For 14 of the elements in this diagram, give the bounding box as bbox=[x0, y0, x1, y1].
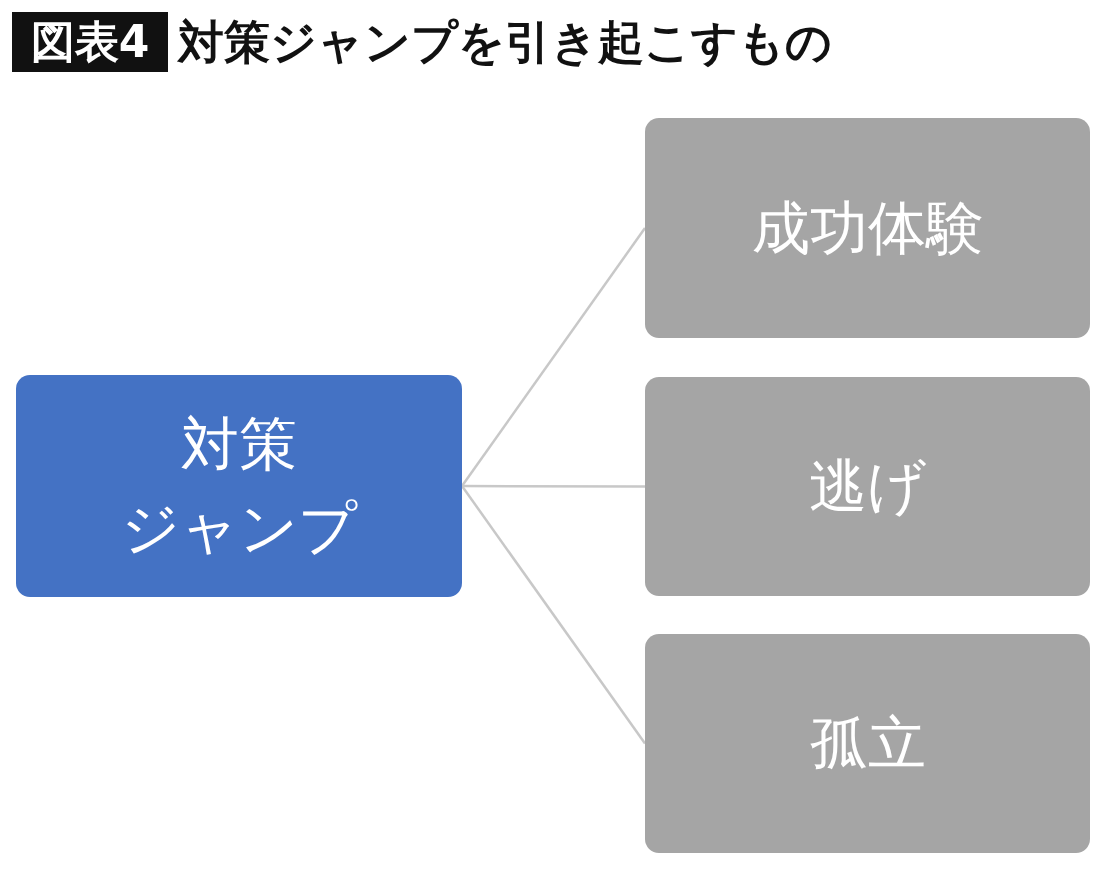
cause-box bbox=[645, 634, 1090, 853]
connector-line bbox=[461, 227, 646, 487]
box-label: ジャンプ bbox=[121, 493, 357, 564]
box-label: 成功体験 bbox=[751, 192, 984, 264]
diagram-title: 対策ジャンプを引き起こすもの bbox=[178, 14, 832, 71]
topic-box bbox=[16, 375, 462, 597]
box-label: 孤立 bbox=[809, 708, 926, 780]
figure-number: 図表4 bbox=[12, 12, 168, 72]
connector-line bbox=[461, 485, 646, 745]
box-label: 対策 bbox=[181, 408, 297, 480]
cause-box bbox=[645, 118, 1090, 338]
box-label: 逃げ bbox=[809, 451, 926, 523]
connector-line bbox=[462, 484, 645, 488]
cause-box bbox=[645, 377, 1090, 596]
